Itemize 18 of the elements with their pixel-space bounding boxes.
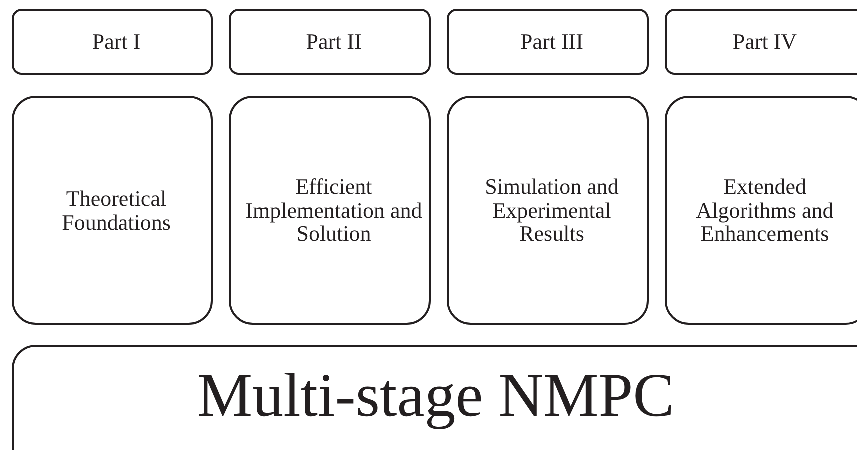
box-label: Extended Algorithms and Enhancements (695, 174, 835, 246)
content-box (665, 96, 857, 325)
part-header-box (229, 9, 431, 75)
part-header-box (665, 9, 857, 75)
box-label: Theoretical Foundations (61, 186, 172, 234)
box-label: Part I (92, 30, 141, 54)
box-label: Efficient Implementation and Solution (244, 174, 424, 246)
content-box (447, 96, 649, 325)
part-header-box (447, 9, 649, 75)
box-label: Part II (306, 30, 362, 54)
part-header-box (12, 9, 213, 75)
box-label: Part III (520, 30, 584, 54)
box-label: Multi-stage NMPC (197, 362, 675, 430)
foundation-bar (12, 345, 857, 450)
box-label: Simulation and Experimental Results (484, 174, 620, 246)
box-label: Part IV (732, 30, 798, 54)
content-box (12, 96, 213, 325)
content-box (229, 96, 431, 325)
